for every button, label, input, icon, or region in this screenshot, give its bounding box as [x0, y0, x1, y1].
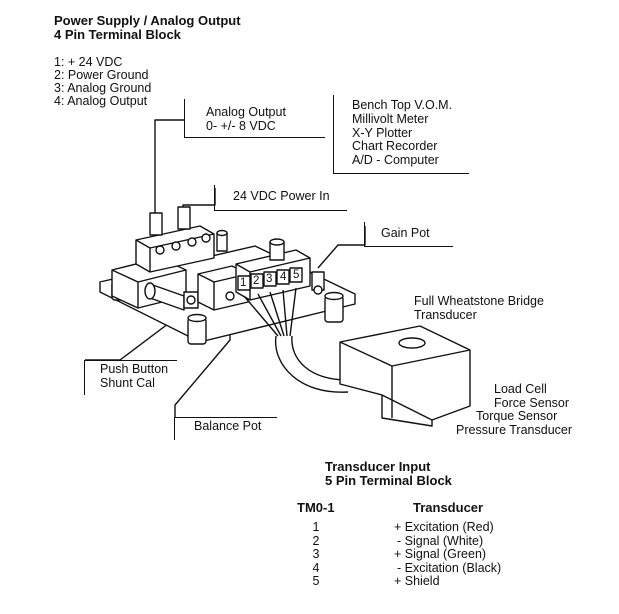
pin-signal-5: + Shield [394, 574, 440, 588]
terminal-number-3: 3 [266, 273, 273, 285]
power-pin-1: 1: + 24 VDC [54, 55, 123, 69]
analog-output-callout [184, 99, 325, 138]
pin-number-2: 2 [312, 534, 320, 548]
instrument-list-callout [333, 95, 469, 174]
power-pin-4: 4: Analog Output [54, 94, 148, 108]
transducer-block-subtitle: 5 Pin Terminal Block [325, 473, 452, 488]
pin-signal-1: + Excitation (Red) [394, 520, 494, 534]
analog-output-label: Analog Output [206, 105, 286, 119]
balance-pot-label: Balance Pot [194, 419, 262, 433]
terminal-number-5: 5 [293, 269, 300, 281]
instrument-2: Millivolt Meter [352, 112, 429, 126]
gain-pot-leader [317, 226, 366, 269]
balance-pot-callout [174, 417, 277, 440]
power-in-callout [214, 185, 347, 211]
instrument-5: A/D - Computer [352, 153, 439, 167]
analog-output-leader [154, 119, 185, 215]
pin-signal-2: - Signal (White) [397, 534, 484, 548]
terminal-number-1: 1 [240, 277, 247, 289]
push-button-label-2: Shunt Cal [100, 376, 155, 390]
gain-pot-label: Gain Pot [381, 226, 430, 240]
push-button-callout [84, 360, 177, 395]
sensor-type-1: Load Cell [494, 382, 547, 396]
terminal-number-4: 4 [280, 271, 287, 283]
sensor-type-2: Force Sensor [494, 396, 570, 410]
gain-pot-callout [364, 222, 453, 247]
power-in-label: 24 VDC Power In [233, 189, 330, 203]
terminal-number-2: 2 [253, 275, 260, 287]
transducer-block-title: Transducer Input [325, 459, 431, 474]
pin-number-5: 5 [312, 574, 320, 588]
bridge-label-2: Transducer [414, 308, 477, 322]
sensor-type-4: Pressure Transducer [456, 423, 573, 437]
power-pin-2: 2: Power Ground [54, 68, 149, 82]
push-button-label: Push Button [100, 362, 169, 376]
sensor-type-3: Torque Sensor [476, 409, 558, 423]
instrument-4: Chart Recorder [352, 139, 438, 153]
instrument-3: X-Y Plotter [352, 126, 413, 140]
instrument-1: Bench Top V.O.M. [352, 98, 453, 112]
pin-number-3: 3 [312, 547, 320, 561]
transducer-column-header: Transducer [413, 500, 484, 515]
power-block-title: Power Supply / Analog Output [54, 13, 241, 28]
pin-number-1: 1 [312, 520, 320, 534]
sensor-wires [243, 287, 297, 337]
bridge-label: Full Wheatstone Bridge [414, 294, 544, 308]
pin-number-4: 4 [312, 561, 320, 575]
pin-signal-4: - Excitation (Black) [397, 561, 502, 575]
load-cell [339, 325, 471, 421]
analog-output-range: 0- +/- 8 VDC [206, 119, 276, 133]
power-block-subtitle: 4 Pin Terminal Block [54, 27, 181, 42]
pin-signal-3: + Signal (Green) [394, 547, 487, 561]
power-pin-3: 3: Analog Ground [54, 81, 152, 95]
pin-column-header: TM0-1 [297, 500, 335, 515]
sensor-cable [274, 335, 349, 393]
